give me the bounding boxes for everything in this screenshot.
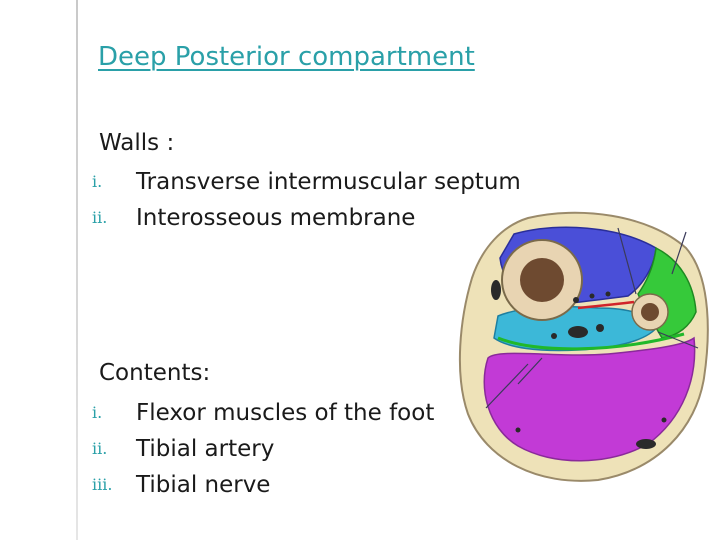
superficial-posterior-compartment [483,336,696,462]
vessel-mark [573,297,579,303]
list-item: ii. Interosseous membrane [92,200,521,236]
slide-frame-line [76,0,78,540]
tibia-marrow [520,258,564,302]
vessel-mark [636,439,656,449]
list-number: ii. [92,208,108,227]
fascial-septum-line [485,363,529,409]
transverse-intermuscular-septum [497,332,685,351]
fascial-septum-line [617,227,637,295]
list-number: i. [92,172,103,191]
vessel-mark [568,326,588,338]
walls-heading: Walls : [99,130,175,156]
vessel-mark [605,291,611,297]
vessel-mark [551,333,557,339]
list-item: i. Transverse intermuscular septum [92,164,521,200]
fascial-septum-line [517,357,543,385]
vessel-mark [596,324,604,332]
list-item-text: Transverse intermuscular septum [136,169,521,195]
list-item-text: Flexor muscles of the foot [136,400,435,426]
fibula-marrow [641,303,659,321]
vessel-mark [515,427,521,433]
fascial-septum-line [671,231,687,275]
list-item-text: Tibial nerve [136,472,271,498]
contents-list: i. Flexor muscles of the foot ii. Tibial… [92,395,435,503]
fascial-septum-line [657,331,699,349]
interosseous-membrane [577,300,635,310]
list-item: ii. Tibial artery [92,431,434,467]
contents-heading: Contents: [99,360,211,386]
list-item-text: Tibial artery [136,436,275,462]
list-number: ii. [92,439,108,458]
list-item: i. Flexor muscles of the foot [92,395,435,431]
vessel-mark [589,293,595,299]
list-item: iii. Tibial nerve [92,467,434,503]
list-number: iii. [92,475,113,494]
leg-cross-section-illustration [458,211,709,482]
vessel-mark [491,280,501,300]
list-number: i. [92,403,103,422]
slide-title: Deep Posterior compartment [98,42,475,72]
vessel-mark [661,417,667,423]
walls-list: i. Transverse intermuscular septum ii. I… [92,164,521,236]
list-item-text: Interosseous membrane [136,205,416,231]
